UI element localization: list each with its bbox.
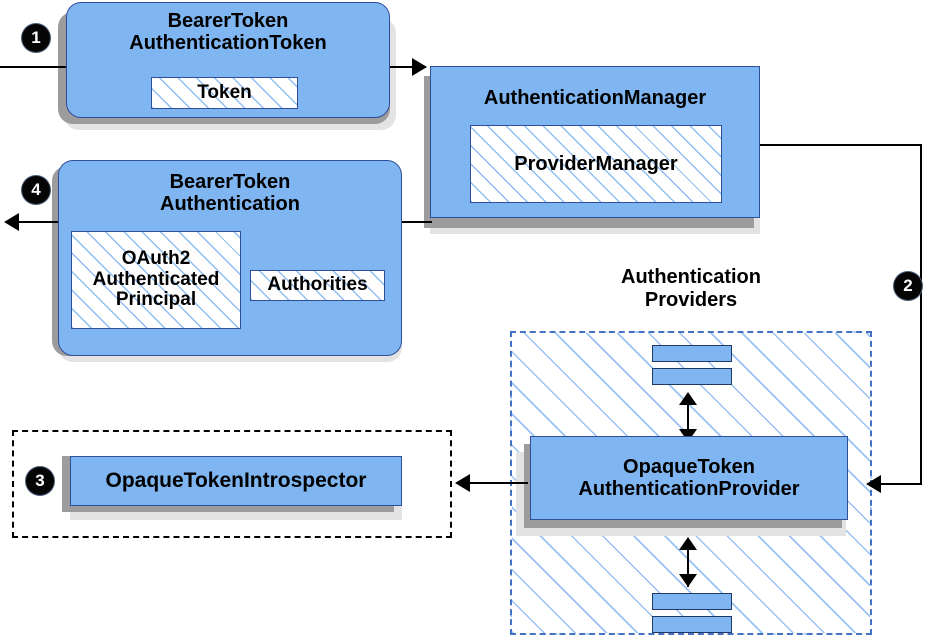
slot-provider-manager[interactable]: ProviderManager: [470, 125, 722, 203]
arrowhead-bars-bottom-up: [679, 537, 697, 550]
connector-manager-to-provider-bottom: [872, 483, 922, 485]
node-opaque-token-authentication-provider[interactable]: OpaqueToken AuthenticationProvider: [530, 436, 848, 520]
provider-stub-bar-bottom-2: [652, 616, 732, 633]
connector-provider-bars-top: [687, 396, 689, 442]
provider-stub-bar-top-1: [652, 345, 732, 362]
node-bearer-token-authentication-token-title: BearerToken AuthenticationToken: [129, 10, 327, 55]
badge-step-4: 4: [22, 176, 50, 204]
arrowhead-bars-top-up: [679, 392, 697, 405]
introspector-group-container: [12, 430, 452, 538]
authentication-providers-caption: Authentication Providers: [621, 266, 761, 311]
provider-stub-bar-bottom-1: [652, 593, 732, 610]
node-opaque-token-introspector-title: OpaqueTokenIntrospector: [105, 469, 367, 493]
connector-manager-to-provider-right: [920, 144, 922, 484]
connector-outbound-authentication: [14, 221, 76, 223]
badge-step-1: 1: [22, 24, 50, 52]
slot-token[interactable]: Token: [151, 77, 298, 109]
node-opaque-token-authentication-provider-title: OpaqueToken AuthenticationProvider: [578, 455, 800, 500]
node-bearer-token-authentication-title: BearerToken Authentication: [160, 171, 300, 216]
arrowhead-manager-to-provider: [866, 475, 881, 493]
slot-authorities[interactable]: Authorities: [250, 270, 385, 301]
connector-token-to-manager: [390, 66, 426, 68]
connector-provider-bars-bottom: [687, 541, 689, 587]
arrowhead-token-to-manager: [412, 58, 427, 76]
arrowhead-provider-to-introspector: [455, 474, 470, 492]
arrowhead-bars-bottom-down: [679, 574, 697, 587]
badge-step-2: 2: [894, 272, 922, 300]
connector-manager-to-provider-top: [758, 144, 922, 146]
badge-step-3: 3: [26, 467, 54, 495]
slot-oauth2-authenticated-principal[interactable]: OAuth2 Authenticated Principal: [71, 231, 241, 329]
connector-provider-to-introspector: [466, 482, 528, 484]
provider-stub-bar-top-2: [652, 368, 732, 385]
node-opaque-token-introspector[interactable]: OpaqueTokenIntrospector: [70, 456, 402, 506]
connector-manager-to-authentication: [398, 221, 432, 223]
arrowhead-outbound-authentication: [4, 213, 19, 231]
connector-inbound-request: [0, 66, 70, 68]
node-authentication-manager-title: AuthenticationManager: [483, 87, 707, 109]
